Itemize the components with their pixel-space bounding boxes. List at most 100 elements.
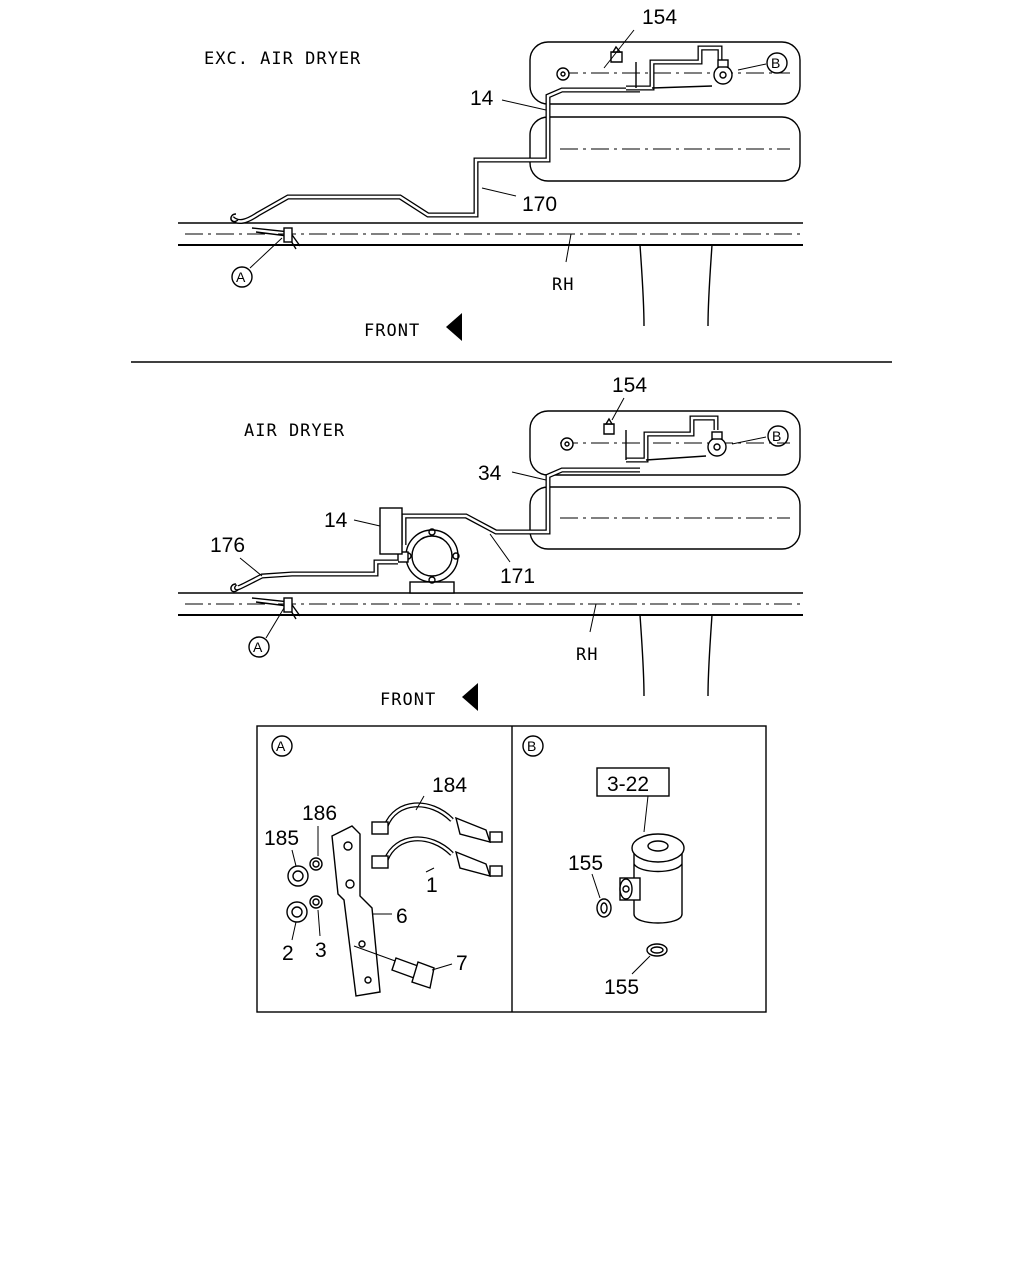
callout-b-circle (766, 52, 788, 74)
label-2: 2 (282, 942, 294, 965)
valve-fitting (603, 423, 615, 435)
bracket-6 (331, 825, 381, 997)
nut-185 (287, 865, 309, 887)
air-tank-lower (529, 116, 801, 182)
air-dryer-unit (397, 528, 460, 594)
leader-155-a (591, 873, 601, 899)
label-14: 14 (324, 509, 348, 532)
leader-155-b (631, 955, 651, 975)
hose-clamp (283, 227, 293, 243)
callout-b-letter: B (771, 55, 780, 71)
hose-clamp (283, 597, 293, 613)
label-6: 6 (396, 905, 408, 928)
leader-176 (239, 557, 263, 577)
washer-186 (309, 857, 323, 871)
leader-callout-a (249, 237, 283, 269)
leader-154 (611, 397, 625, 421)
filter-housing (619, 833, 685, 924)
hose-loop (230, 583, 239, 593)
leader-154 (603, 29, 635, 69)
air-tank-lower (529, 486, 801, 550)
o-ring-155-b (646, 943, 668, 957)
detail-b-marker (522, 735, 544, 757)
label-170: 170 (522, 193, 557, 216)
cross-member (707, 244, 713, 327)
pipe-170 (230, 87, 640, 224)
safety-valve (713, 65, 733, 85)
pipe-154 (626, 45, 723, 91)
front-label: FRONT (380, 690, 436, 710)
label-155-a: 155 (568, 852, 603, 875)
detail-b: B 3-22 155 155 (522, 735, 685, 999)
label-7: 7 (456, 952, 468, 975)
safety-valve (707, 437, 727, 457)
bracket (379, 507, 403, 555)
front-arrow-icon (462, 683, 478, 711)
leader-rh (565, 233, 572, 263)
leader-ref-box (643, 795, 649, 833)
leader-14 (353, 519, 381, 527)
bolt-7 (353, 945, 435, 989)
label-154: 154 (642, 6, 677, 29)
detail-a: A (264, 735, 503, 997)
leader-1 (425, 867, 435, 873)
label-176: 176 (210, 534, 245, 557)
leader-3 (317, 909, 321, 937)
label-184: 184 (432, 774, 467, 797)
ref-box-text: 3-22 (607, 773, 649, 796)
callout-b-circle (767, 425, 789, 447)
title-exc-air-dryer: EXC. AIR DRYER (204, 49, 361, 69)
pipe-154 (625, 415, 719, 463)
detail-b-letter: B (527, 738, 536, 754)
air-tank-upper (529, 41, 801, 105)
nut-2 (286, 901, 308, 923)
pipe-176 (234, 559, 398, 591)
leader-184 (415, 795, 425, 811)
label-186: 186 (302, 802, 337, 825)
pipe-171 (401, 467, 640, 545)
label-155-b: 155 (604, 976, 639, 999)
label-rh: RH (552, 275, 574, 295)
hose-184 (371, 802, 503, 844)
leader-170 (481, 187, 517, 197)
leader-185 (291, 849, 297, 867)
label-1: 1 (426, 874, 438, 897)
leader-callout-b (737, 63, 767, 71)
label-185: 185 (264, 827, 299, 850)
ref-box-3-22 (596, 767, 670, 797)
front-label: FRONT (364, 321, 420, 341)
o-ring-155-a (596, 898, 612, 918)
leader-14 (501, 99, 547, 111)
leader-34 (511, 471, 547, 481)
label-rh: RH (576, 645, 598, 665)
leader-rh (589, 603, 597, 633)
front-arrow-icon (446, 313, 462, 341)
view-exc-air-dryer: EXC. AIR DRYER (178, 6, 803, 341)
air-tank-upper (529, 410, 801, 476)
label-154: 154 (612, 374, 647, 397)
hose-loop (230, 213, 239, 223)
cross-member (639, 244, 645, 327)
callout-a-letter: A (253, 639, 263, 655)
leader-7 (431, 963, 453, 971)
washer-3 (309, 895, 323, 909)
callout-a-letter: A (236, 269, 246, 285)
label-34: 34 (478, 462, 502, 485)
label-171: 171 (500, 565, 535, 588)
leader-callout-b (731, 436, 767, 445)
leader-171 (489, 533, 511, 563)
detail-a-letter: A (276, 738, 286, 754)
leader-2 (291, 921, 297, 941)
label-14: 14 (470, 87, 494, 110)
cross-member (639, 614, 645, 697)
detail-a-marker (271, 735, 293, 757)
view-air-dryer: AIR DRYER (178, 374, 803, 711)
callout-a-circle (248, 636, 270, 658)
leader-callout-a (265, 607, 285, 639)
title-air-dryer: AIR DRYER (244, 421, 345, 441)
drain-plug (560, 437, 574, 451)
callout-b-letter: B (772, 428, 781, 444)
callout-a-circle (231, 266, 253, 288)
hose-1 (371, 836, 503, 878)
